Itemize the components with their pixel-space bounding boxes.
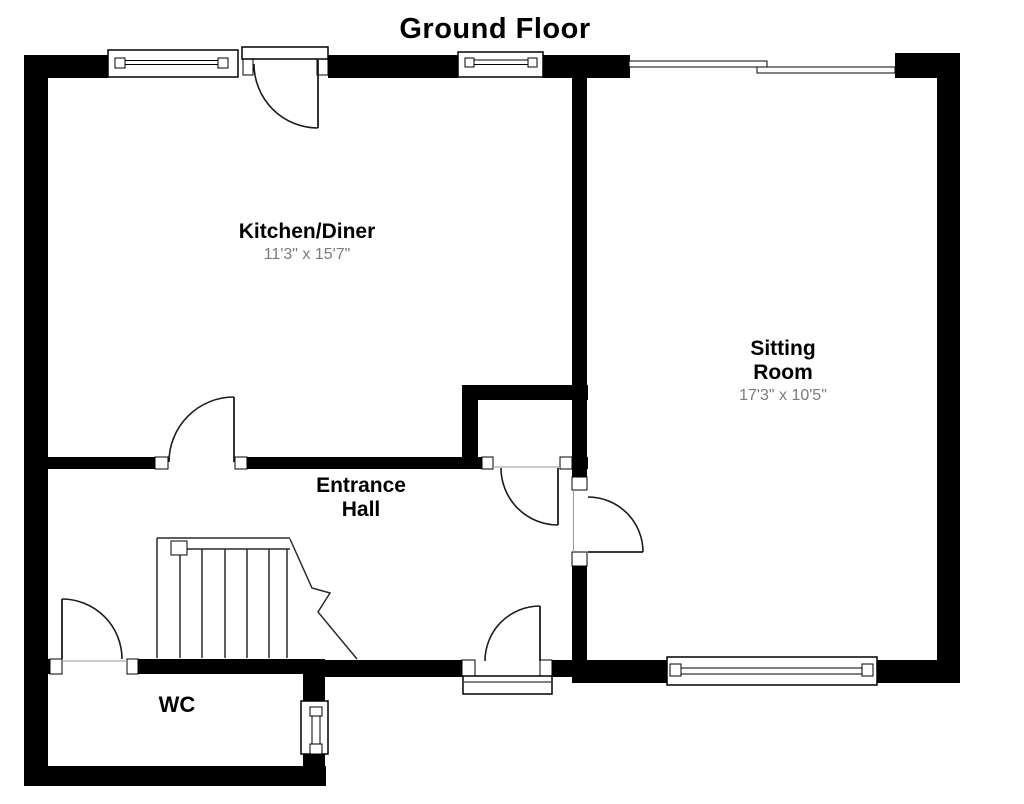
room-label-kitchen-diner: Kitchen/Diner 11'3" x 15'7" bbox=[203, 220, 411, 264]
wall bbox=[303, 672, 325, 702]
room-label-sitting-room: Sitting Room 17'3" x 10'5" bbox=[703, 337, 863, 404]
door-jamb bbox=[154, 456, 169, 470]
door-jamb bbox=[559, 456, 573, 470]
front-door-step bbox=[462, 675, 553, 695]
stair-newel-post bbox=[170, 540, 188, 556]
door-kitchen bbox=[168, 396, 235, 463]
door-jamb bbox=[234, 456, 248, 470]
wall bbox=[138, 659, 325, 674]
door-jamb bbox=[571, 551, 588, 567]
window-kitchen-top bbox=[107, 49, 239, 78]
interior-walls bbox=[46, 76, 588, 677]
door-front bbox=[462, 605, 553, 695]
patio-sliding-door bbox=[628, 60, 896, 74]
room-label-wc: WC bbox=[158, 692, 196, 717]
room-dimensions: 17'3" x 10'5" bbox=[739, 386, 827, 404]
staircase bbox=[156, 537, 358, 660]
door-hall-cupboard bbox=[493, 466, 560, 526]
door-jamb bbox=[539, 659, 553, 677]
door-jamb bbox=[126, 658, 139, 675]
doors bbox=[61, 46, 644, 695]
window-top-centre bbox=[457, 51, 544, 78]
wall bbox=[24, 766, 326, 786]
wall bbox=[46, 457, 155, 469]
door-jamb bbox=[49, 658, 63, 675]
wall bbox=[572, 76, 587, 477]
door-kitchen-back bbox=[241, 46, 329, 129]
wall bbox=[247, 457, 482, 469]
room-label-entrance-hall: Entrance Hall bbox=[300, 474, 422, 522]
wall bbox=[572, 660, 668, 683]
wall bbox=[462, 385, 478, 468]
wall bbox=[937, 53, 960, 683]
wall bbox=[572, 566, 587, 677]
wall bbox=[543, 55, 630, 78]
wall bbox=[40, 659, 50, 674]
wall bbox=[328, 55, 458, 78]
wall bbox=[571, 457, 588, 469]
stair-break-line bbox=[289, 538, 358, 660]
window-wc-side bbox=[300, 700, 329, 755]
wall bbox=[325, 660, 462, 677]
windows bbox=[107, 49, 896, 755]
exterior-walls bbox=[24, 53, 960, 786]
window-sitting-room-bottom bbox=[666, 656, 878, 686]
door-jamb bbox=[242, 58, 254, 76]
door-jamb bbox=[461, 659, 476, 677]
room-name: Entrance Hall bbox=[316, 474, 406, 521]
room-name: Kitchen/Diner bbox=[238, 220, 376, 243]
door-sitting-room bbox=[573, 490, 644, 553]
door-jamb bbox=[571, 476, 588, 491]
floor-title: Ground Floor bbox=[399, 13, 591, 45]
door-jambs bbox=[49, 58, 588, 677]
room-name: Sitting Room bbox=[750, 337, 816, 384]
wall bbox=[24, 55, 48, 786]
door-wc bbox=[61, 598, 127, 662]
room-dimensions: 11'3" x 15'7" bbox=[263, 245, 351, 263]
wall bbox=[876, 660, 938, 683]
door-jamb bbox=[481, 456, 494, 470]
wall bbox=[462, 385, 588, 400]
